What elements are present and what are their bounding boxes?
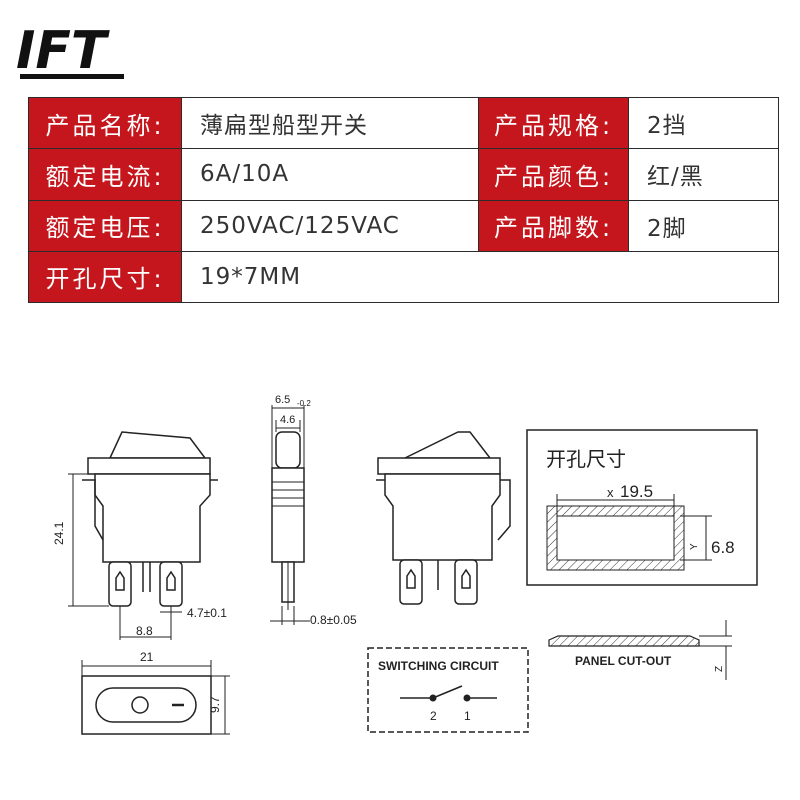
terminal-label-2: 2 — [430, 709, 437, 723]
spec-table: 产品名称: 薄扁型船型开关 产品规格: 2挡 额定电流: 6A/10A 产品颜色… — [28, 96, 779, 304]
cutout-box — [526, 429, 758, 586]
spec-value: 6A/10A — [181, 148, 479, 201]
dim-top-width: 6.5 — [275, 394, 290, 406]
spec-label: 额定电流: — [28, 148, 182, 201]
cutout-title: 开孔尺寸 — [546, 448, 626, 471]
panel-z-label: Z — [714, 666, 725, 672]
dim-pin-width: 4.7±0.1 — [187, 606, 227, 620]
profile-view-drawing — [270, 405, 310, 625]
terminal-label-1: 1 — [464, 709, 471, 723]
brand-underline — [20, 74, 124, 79]
brand-logo: IFT — [16, 21, 124, 81]
spec-label: 额定电压: — [28, 199, 182, 252]
spec-row: 额定电流: 6A/10A 产品颜色: 红/黑 — [28, 148, 779, 201]
brand-logo-text: IFT — [16, 21, 110, 81]
spec-value: 薄扁型船型开关 — [181, 96, 479, 150]
dim-top-tolerance: -0.2 — [297, 399, 311, 408]
cutout-x-value: 19.5 — [620, 482, 653, 501]
dim-mid-width: 4.6 — [280, 414, 295, 426]
dim-height: 24.1 — [52, 521, 66, 545]
spec-row: 产品名称: 薄扁型船型开关 产品规格: 2挡 — [28, 96, 779, 150]
spec-label: 产品颜色: — [478, 148, 629, 201]
cutout-y-value: 6.8 — [711, 538, 735, 557]
cutout-y-label: Y — [689, 543, 700, 550]
spec-label: 开孔尺寸: — [28, 250, 182, 304]
spec-label: 产品规格: — [478, 96, 629, 150]
spec-value: 2挡 — [628, 96, 779, 150]
dim-pin-spacing: 8.8 — [136, 624, 153, 638]
spec-row: 开孔尺寸: 19*7MM — [28, 250, 779, 304]
side-view-drawing — [68, 431, 218, 640]
panel-cutout-drawing — [548, 620, 732, 680]
spec-value: 红/黑 — [628, 148, 779, 201]
dim-pin-thickness: 0.8±0.05 — [310, 613, 357, 627]
side-view-drawing-2 — [376, 431, 511, 605]
technical-drawing: 24.1 8.8 4.7±0.1 6.5 -0.2 4.6 0.8±0.05 — [52, 394, 758, 735]
spec-value: 250VAC/125VAC — [181, 199, 479, 252]
dim-front-height: 9.7 — [208, 696, 222, 713]
switching-circuit — [367, 647, 529, 733]
front-view-drawing — [81, 660, 230, 735]
panel-cutout-label: PANEL CUT-OUT — [575, 654, 672, 668]
spec-label: 产品脚数: — [478, 199, 629, 252]
spec-value: 19*7MM — [181, 250, 779, 304]
switching-title: SWITCHING CIRCUIT — [378, 659, 499, 673]
dim-front-width: 21 — [140, 650, 154, 664]
cutout-x-label: x — [607, 485, 614, 500]
spec-label: 产品名称: — [28, 96, 182, 150]
spec-value: 2脚 — [628, 199, 779, 252]
spec-row: 额定电压: 250VAC/125VAC 产品脚数: 2脚 — [28, 199, 779, 252]
